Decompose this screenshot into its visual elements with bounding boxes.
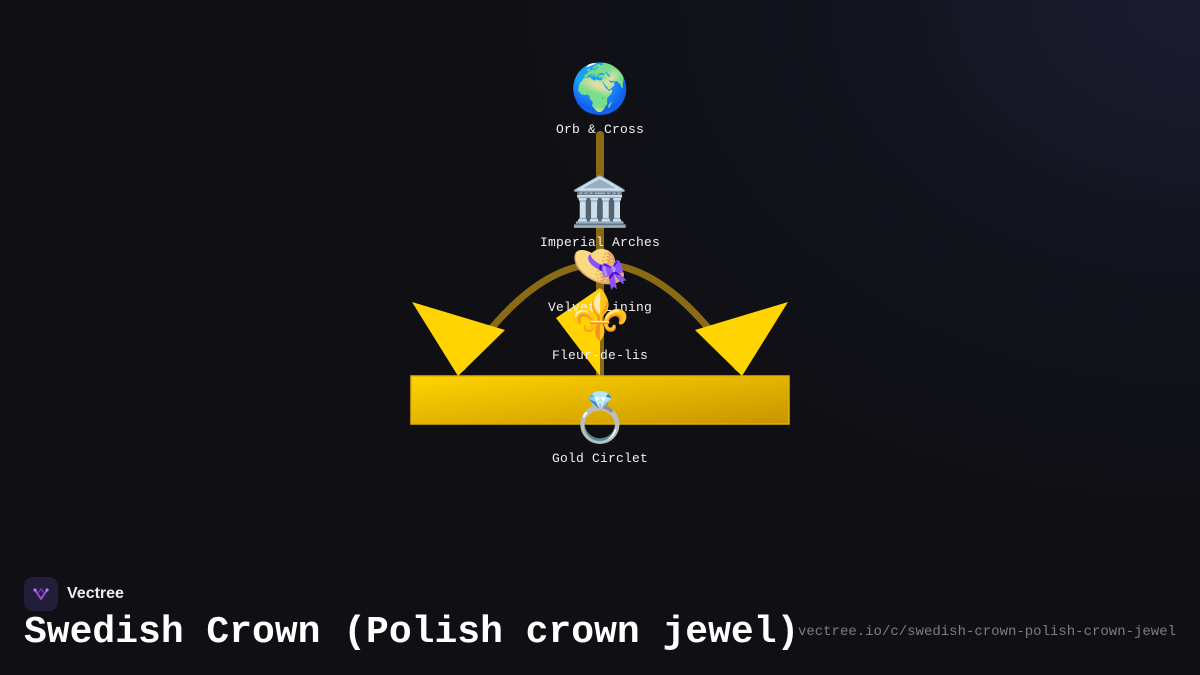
node-label: Imperial Arches (539, 235, 661, 250)
node-gold-circlet: 💍 Gold Circlet (490, 389, 710, 466)
globe-icon: 🌍 (570, 61, 630, 117)
ring-icon: 💍 (570, 390, 630, 446)
velvet-hat-icon: 👒 (570, 239, 630, 295)
node-fleur-de-lis: ⚜️ Fleur-de-lis (490, 286, 710, 363)
classical-building-icon: 🏛️ (570, 174, 630, 230)
page-url[interactable]: vectree.io/c/swedish-crown-polish-crown-… (797, 624, 1176, 640)
vectree-logo-icon (24, 577, 58, 611)
node-orb-cross: 🌍 Orb & Cross (490, 60, 710, 137)
node-label: Orb & Cross (555, 122, 644, 137)
gold-band (410, 375, 790, 425)
brand-name: Vectree (67, 585, 124, 602)
node-label: Gold Circlet (551, 451, 648, 466)
page-title: Swedish Crown (Polish crown jewel) (24, 611, 800, 654)
crown-point-center (556, 288, 600, 376)
brand: Vectree (24, 577, 124, 611)
fleur-de-lis-icon: ⚜️ (570, 287, 630, 343)
node-velvet-lining: 👒 Velvet Lining (490, 238, 710, 315)
crown-point-left (412, 302, 505, 376)
imperial-arch (458, 260, 742, 372)
node-label: Fleur-de-lis (551, 348, 648, 363)
crown-point-right (695, 302, 788, 376)
node-imperial-arches: 🏛️ Imperial Arches (490, 173, 710, 250)
node-label: Velvet Lining (547, 300, 653, 315)
